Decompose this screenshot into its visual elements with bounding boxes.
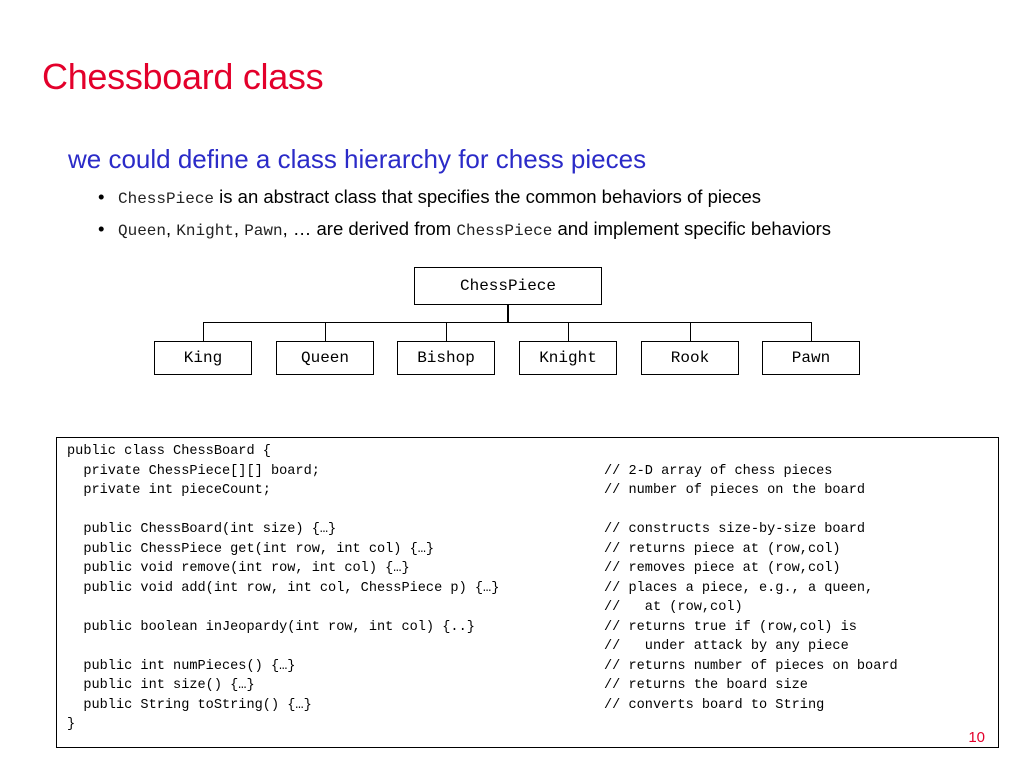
code-line: } (67, 717, 76, 732)
hierarchy-child-node: King (154, 341, 252, 375)
connector-line (568, 322, 569, 341)
code-comment: // constructs size-by-size board (604, 522, 866, 537)
separator: , (166, 218, 177, 239)
code-comment: // at (row,col) (604, 600, 743, 615)
connector-line (203, 322, 812, 323)
hierarchy-child-node: Knight (519, 341, 617, 375)
code-line: public int size() {…} (67, 678, 255, 693)
slide-subtitle: we could define a class hierarchy for ch… (68, 144, 647, 174)
connector-line (325, 322, 326, 341)
code-term: Queen (118, 222, 167, 240)
code-comment: // returns true if (row,col) is (604, 619, 857, 635)
code-line: public boolean inJeopardy(int row, int c… (67, 619, 475, 635)
hierarchy-child-node: Bishop (397, 341, 495, 375)
code-line: public String toString() {…} (67, 697, 312, 713)
slide-title: Chessboard class (42, 56, 324, 97)
code-line: public int numPieces() {…} (67, 658, 296, 674)
code-line: public ChessBoard(int size) {…} (67, 522, 337, 537)
bullet-text: is an abstract class that specifies the … (214, 186, 762, 207)
code-line: private int pieceCount; (67, 483, 271, 498)
code-term: Knight (176, 222, 234, 240)
separator: , (233, 218, 245, 239)
hierarchy-root-node: ChessPiece (414, 267, 602, 305)
connector-line (446, 322, 447, 341)
connector-line (203, 322, 204, 341)
bullet-dot-icon: • (98, 218, 105, 239)
code-comment: // under attack by any piece (604, 639, 849, 654)
bullet-derived-classes: • Queen , Knight , Pawn , … are derived … (98, 218, 831, 240)
bullet-dot-icon: • (98, 186, 105, 207)
code-line: public void add(int row, int col, ChessP… (67, 580, 500, 596)
code-term: ChessPiece (118, 190, 215, 208)
code-comment: // returns piece at (row,col) (604, 541, 841, 557)
code-comment: // returns number of pieces on board (604, 658, 898, 674)
code-comment: // 2-D array of chess pieces (604, 463, 833, 479)
bullet-text: and implement specific behaviors (552, 218, 832, 239)
connector-line (690, 322, 691, 341)
code-line: public class ChessBoard { (67, 444, 271, 459)
connector-line (507, 305, 509, 323)
bullet-abstract-class: • ChessPiece is an abstract class that s… (98, 186, 761, 208)
code-line: public void remove(int row, int col) {…} (67, 561, 410, 576)
bullet-text: , … are derived from (282, 218, 457, 239)
code-term: Pawn (244, 222, 283, 240)
code-comment: // converts board to String (604, 697, 825, 713)
connector-line (811, 322, 812, 341)
page-number: 10 (968, 729, 985, 746)
code-term: ChessPiece (456, 222, 553, 240)
code-comment: // removes piece at (row,col) (604, 561, 841, 576)
hierarchy-child-node: Queen (276, 341, 374, 375)
code-comment: // places a piece, e.g., a queen, (604, 580, 874, 596)
hierarchy-child-node: Rook (641, 341, 739, 375)
code-listing: public class ChessBoard { private ChessP… (56, 437, 999, 748)
code-comment: // returns the board size (604, 678, 808, 693)
code-comment: // number of pieces on the board (604, 483, 866, 498)
hierarchy-child-node: Pawn (762, 341, 860, 375)
code-line: private ChessPiece[][] board; (67, 463, 320, 479)
code-line: public ChessPiece get(int row, int col) … (67, 541, 435, 557)
